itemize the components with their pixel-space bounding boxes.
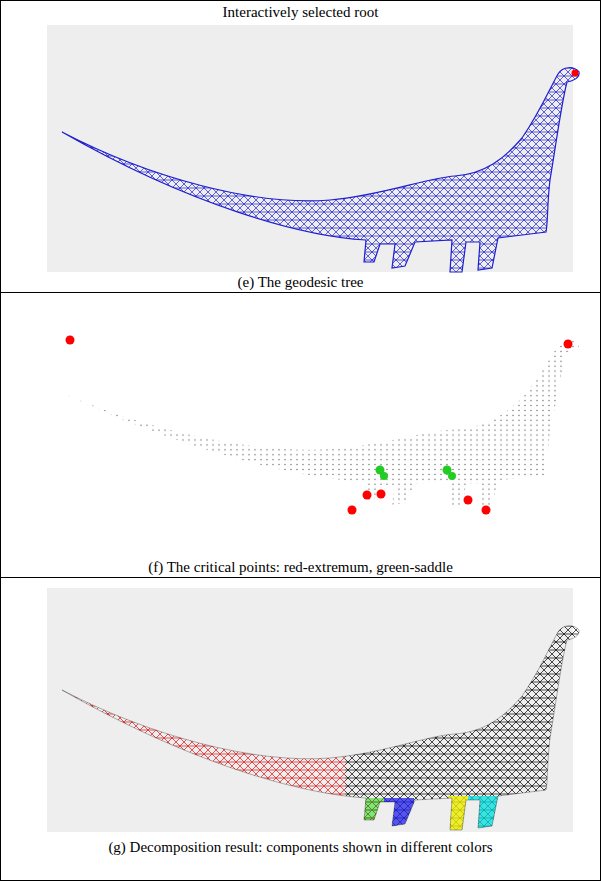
subfigure-caption: (f) The critical points: red-extremum, g…: [10, 558, 591, 576]
figure-note: Interactively selected root: [40, 3, 561, 21]
subfigure-caption: (g) Decomposition result: components sho…: [95, 838, 506, 856]
subfigure-caption: (e) The geodesic tree: [40, 273, 561, 291]
